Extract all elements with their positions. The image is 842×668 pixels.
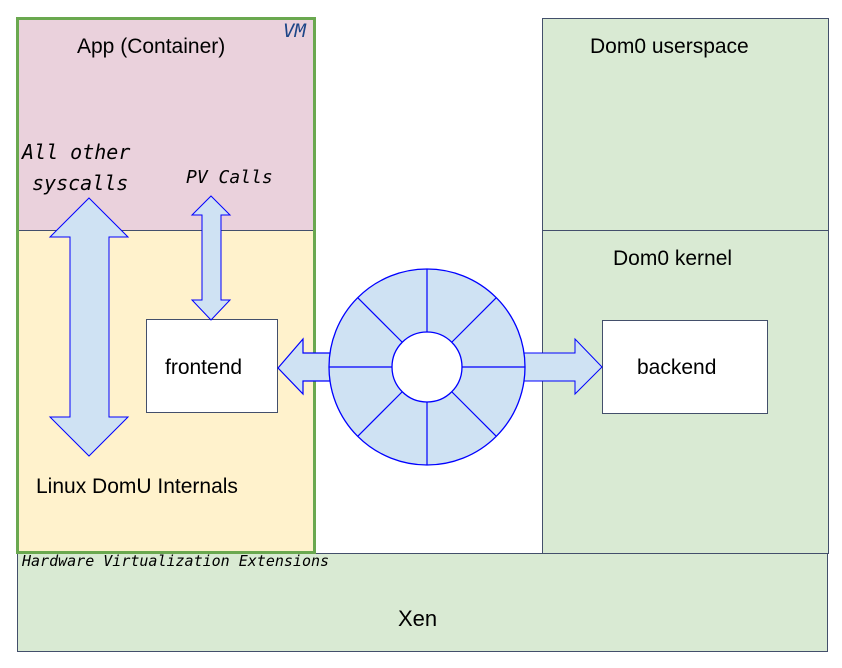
hardware-virtualization-label: Hardware Virtualization Extensions bbox=[22, 552, 330, 570]
vm-border bbox=[16, 17, 316, 554]
linux-domu-internals-label: Linux DomU Internals bbox=[36, 475, 238, 498]
ring-inner bbox=[391, 331, 463, 403]
dom0-userspace-label: Dom0 userspace bbox=[590, 35, 749, 58]
backend-label: backend bbox=[637, 356, 717, 379]
app-container-region bbox=[18, 19, 313, 231]
frontend-label: frontend bbox=[165, 356, 243, 379]
all-other-syscalls-arrow bbox=[48, 197, 130, 457]
ring-segment-divider bbox=[451, 297, 497, 343]
frontend-box bbox=[146, 319, 278, 413]
app-container-label: App (Container) bbox=[77, 35, 226, 58]
ring-to-backend-arrow bbox=[521, 337, 603, 396]
ring-to-frontend-arrow bbox=[277, 337, 331, 396]
all-other-syscalls-line2: syscalls bbox=[32, 171, 129, 195]
ring-segment-divider bbox=[451, 391, 497, 437]
vm-tag: VM bbox=[283, 20, 306, 42]
all-other-syscalls-line1: All other bbox=[22, 140, 131, 164]
backend-box bbox=[602, 320, 768, 414]
xen-label: Xen bbox=[398, 606, 438, 631]
ring-segment-divider bbox=[357, 297, 403, 343]
pv-calls-arrow bbox=[190, 195, 232, 321]
dom0-userspace bbox=[542, 18, 829, 231]
pv-calls-label: PV Calls bbox=[186, 167, 273, 188]
shared-ring-buffer bbox=[328, 268, 526, 466]
ring-segment-divider bbox=[357, 391, 403, 437]
dom0-kernel-label: Dom0 kernel bbox=[613, 247, 733, 270]
xen-layer bbox=[17, 553, 828, 652]
